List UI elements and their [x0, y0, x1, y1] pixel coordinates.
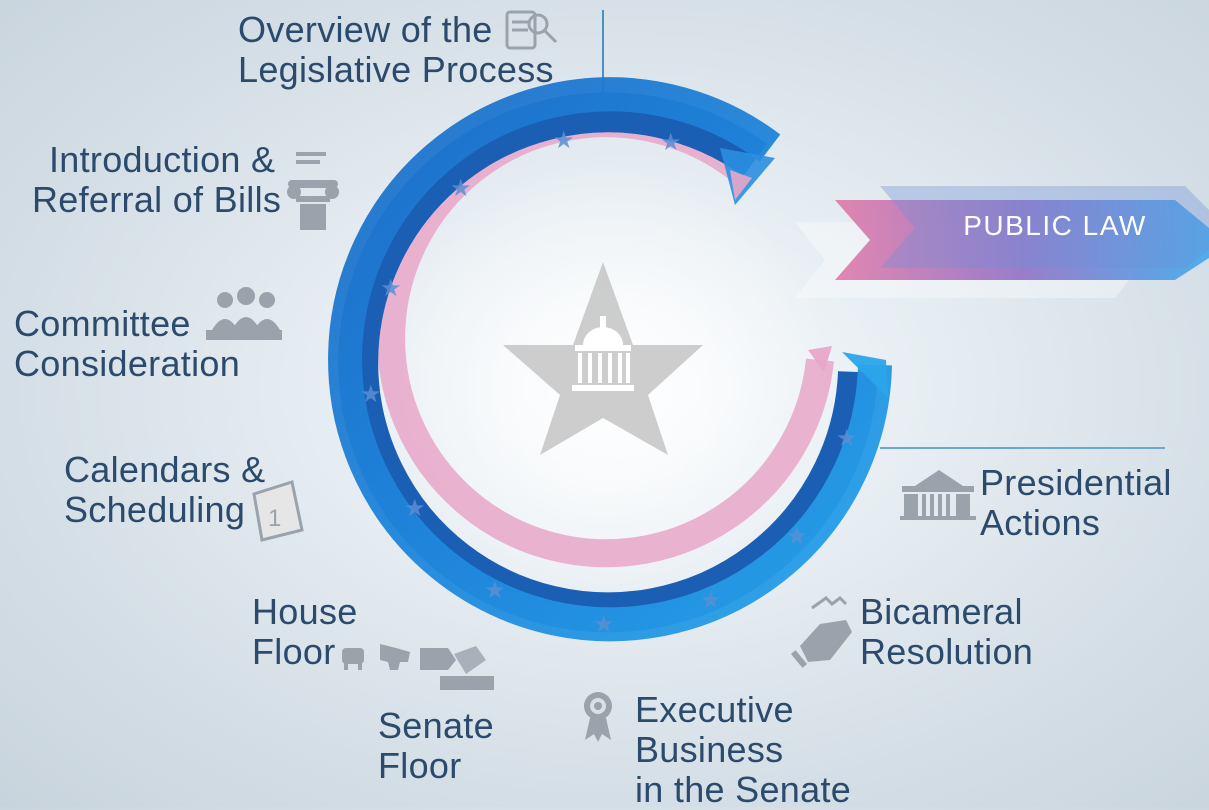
- white-house-icon: [900, 470, 976, 520]
- label-executive-business[interactable]: Executive Business in the Senate: [635, 690, 851, 810]
- label-committee[interactable]: Committee Consideration: [14, 304, 240, 384]
- label-bicameral[interactable]: Bicameral Resolution: [860, 592, 1033, 672]
- label-presidential[interactable]: Presidential Actions: [980, 463, 1172, 543]
- ring-star: ★: [700, 587, 722, 614]
- central-star: [503, 262, 703, 455]
- ring-star: ★: [593, 611, 615, 638]
- label-line: Committee: [14, 303, 191, 344]
- label-line: House: [252, 591, 358, 632]
- calendar-icon: 1: [252, 480, 304, 542]
- handshake-icon: [790, 596, 852, 668]
- capitol-icon: [572, 316, 634, 391]
- label-house-floor[interactable]: House Floor: [252, 592, 358, 672]
- public-law-arrow: [835, 200, 1209, 280]
- house-floor-icons: [342, 644, 494, 690]
- ring-star: ★: [553, 127, 575, 154]
- ribbon-fold-right-pink: [808, 346, 832, 372]
- ring-star: ★: [786, 523, 808, 550]
- public-law-arrow-inner: [880, 186, 1209, 268]
- label-line: Actions: [980, 502, 1101, 543]
- label-introduction[interactable]: Introduction & Referral of Bills: [32, 140, 281, 220]
- label-overview[interactable]: Overview of the Legislative Process: [238, 10, 554, 90]
- svg-text:1: 1: [268, 505, 281, 532]
- label-line: Overview of the: [238, 9, 493, 50]
- label-line: Floor: [252, 631, 336, 672]
- label-line: Introduction &: [49, 139, 276, 180]
- label-line: Senate: [378, 705, 494, 746]
- ring-star: ★: [660, 129, 682, 156]
- seal-ribbon-icon: [584, 692, 612, 742]
- label-senate-floor[interactable]: Senate Floor: [378, 706, 494, 786]
- ribbon-fold-top-pink: [730, 170, 752, 200]
- label-line: Executive: [635, 689, 794, 730]
- ring-star: ★: [380, 275, 402, 302]
- label-line: Scheduling: [64, 489, 246, 530]
- label-line: Business: [635, 729, 784, 770]
- label-line: Bicameral: [860, 591, 1023, 632]
- ring-stars: ★ ★ ★ ★ ★ ★ ★ ★ ★ ★ ★: [360, 127, 858, 638]
- ring-star: ★: [404, 495, 426, 522]
- label-line: Legislative Process: [238, 49, 554, 90]
- label-line: Presidential: [980, 462, 1172, 503]
- label-line: in the Senate: [635, 769, 852, 810]
- ring-star: ★: [450, 175, 472, 202]
- magnifier-document-icon: [505, 10, 558, 50]
- label-line: Calendars &: [64, 449, 266, 490]
- label-line: Referral of Bills: [32, 179, 282, 220]
- committee-icon: [206, 287, 282, 340]
- label-line: Consideration: [14, 343, 241, 384]
- ring-star: ★: [836, 425, 858, 452]
- label-line: Resolution: [860, 631, 1034, 672]
- column-capital-icon: [287, 152, 339, 230]
- ring-star: ★: [484, 577, 506, 604]
- label-calendars[interactable]: Calendars & Scheduling: [64, 450, 265, 530]
- ring-star: ★: [360, 381, 382, 408]
- ring-blue: [328, 77, 892, 642]
- public-law-label[interactable]: PUBLIC LAW: [963, 210, 1147, 241]
- label-line: Floor: [378, 745, 462, 786]
- ribbon-fold-right: [842, 352, 888, 398]
